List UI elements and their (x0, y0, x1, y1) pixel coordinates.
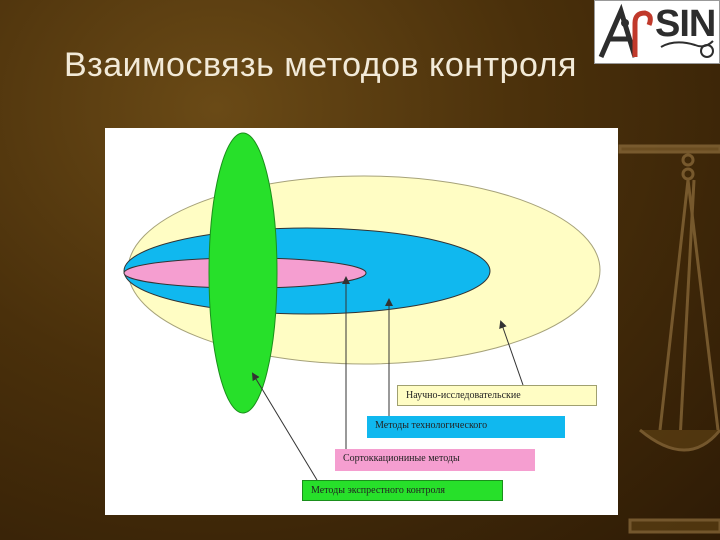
slide-title: Взаимосвязь методов контроля (64, 46, 577, 84)
arrow-research (499, 320, 524, 386)
diagram-canvas: Научно-исследовательские Методы технолог… (105, 128, 618, 515)
diagram-shapes (123, 132, 601, 481)
label-technological: Методы технологического (367, 416, 565, 438)
scales-decoration-icon (618, 144, 720, 534)
label-express: Методы экспрестного контроля (302, 480, 503, 501)
express-ellipse (208, 132, 278, 414)
company-logo: SIN (594, 0, 720, 64)
label-sorting: Сортоккациониные методы (335, 449, 535, 471)
logo-emblem-icon (598, 3, 714, 58)
label-research: Научно-исследовательские (397, 385, 597, 406)
logo-text: SIN (655, 3, 716, 45)
arrow-express (251, 372, 318, 481)
